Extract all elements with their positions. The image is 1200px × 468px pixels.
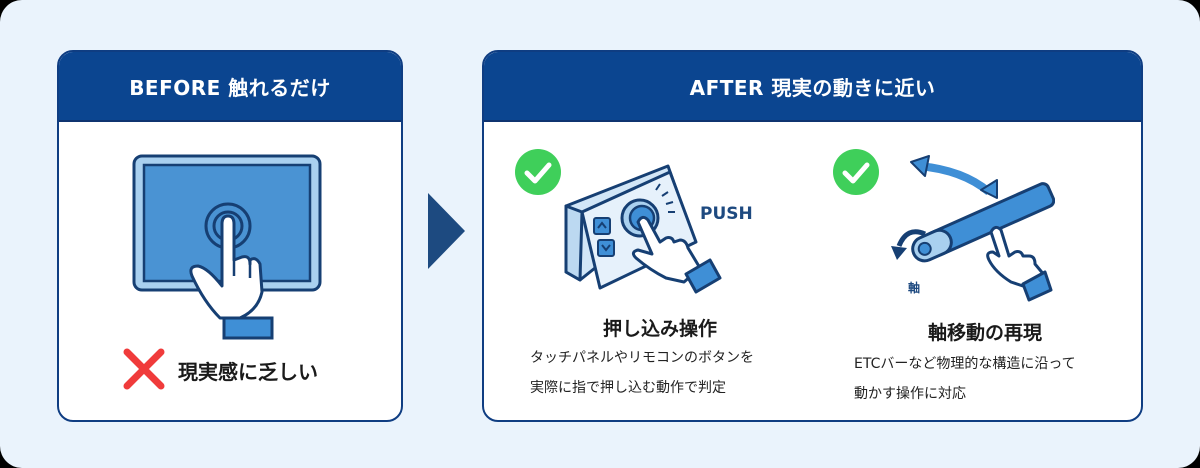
after-header: AFTER 現実の動きに近い: [484, 52, 1141, 122]
push-label: PUSH: [700, 204, 753, 224]
before-header: BEFORE 触れるだけ: [59, 52, 401, 122]
feature-push-desc-line2: 実際に指で押し込む動作で判定: [530, 380, 726, 396]
push-button-panel-icon: [564, 164, 722, 294]
cross-icon: [123, 348, 165, 390]
transition-arrow-icon: [428, 193, 465, 269]
axis-label: 軸: [908, 281, 921, 295]
before-panel: BEFORE 触れるだけ: [57, 50, 403, 422]
feature-axis-desc-line2: 動かす操作に対応: [854, 386, 966, 402]
feature-push-desc-line1: タッチパネルやリモコンのボタンを: [530, 350, 754, 366]
check-icon: [833, 149, 879, 195]
feature-axis-title: 軸移動の再現: [927, 322, 1042, 344]
before-verdict-text: 現実感に乏しい: [178, 360, 318, 384]
axis-bar-icon: [891, 155, 1055, 302]
feature-axis-desc-line1: ETCバーなど物理的な構造に沿って: [854, 356, 1076, 372]
check-icon: [515, 149, 561, 195]
feature-push-title: 押し込み操作: [602, 318, 717, 340]
touch-panel-icon: [132, 154, 322, 340]
